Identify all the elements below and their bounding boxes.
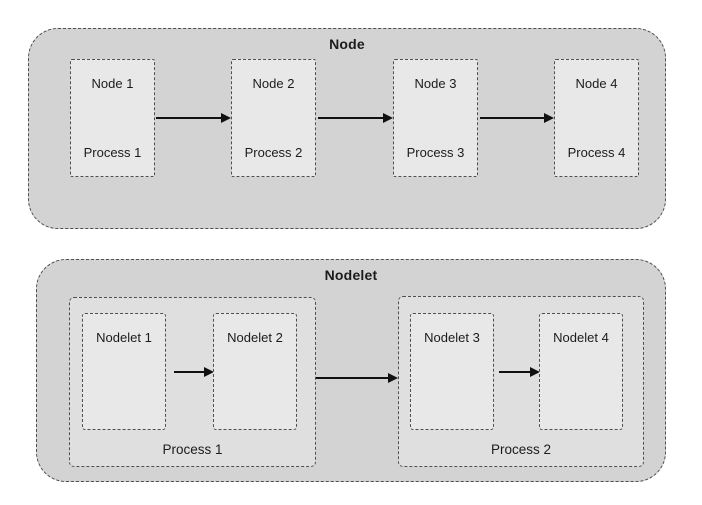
process-2-label: Process 2 bbox=[490, 442, 552, 457]
node-box-2-name: Node 2 bbox=[252, 76, 295, 91]
node-box-2: Node 2 Process 2 bbox=[231, 59, 316, 177]
node-box-3-name: Node 3 bbox=[414, 76, 457, 91]
nodelet-box-4: Nodelet 4 bbox=[539, 313, 623, 430]
arrow-node1-to-node2 bbox=[156, 113, 231, 123]
nodelet-group: Nodelet Nodelet 1 Nodelet 2 Process 1 No… bbox=[36, 259, 666, 482]
nodelet-box-3-name: Nodelet 3 bbox=[424, 330, 480, 345]
node-group-title: Node bbox=[329, 36, 365, 52]
nodelet-box-1-name: Nodelet 1 bbox=[96, 330, 152, 345]
arrow-node2-to-node3 bbox=[318, 113, 393, 123]
arrow-node3-to-node4 bbox=[480, 113, 554, 123]
node-box-3: Node 3 Process 3 bbox=[393, 59, 478, 177]
node-box-1: Node 1 Process 1 bbox=[70, 59, 155, 177]
node-box-4-name: Node 4 bbox=[575, 76, 618, 91]
nodelet-box-4-name: Nodelet 4 bbox=[553, 330, 609, 345]
process-1-label: Process 1 bbox=[162, 442, 223, 457]
node-box-2-process: Process 2 bbox=[244, 145, 303, 160]
nodelet-group-title: Nodelet bbox=[324, 267, 378, 283]
node-box-1-process: Process 1 bbox=[83, 145, 142, 160]
nodelet-box-3: Nodelet 3 bbox=[410, 313, 494, 430]
nodelet-box-1: Nodelet 1 bbox=[82, 313, 166, 430]
node-box-1-name: Node 1 bbox=[91, 76, 134, 91]
arrow-nodelet3-to-nodelet4 bbox=[499, 367, 540, 377]
arrow-process1-to-process2 bbox=[316, 373, 398, 383]
node-group: Node Node 1 Process 1 Node 2 Process 2 N… bbox=[28, 28, 666, 229]
node-box-4-process: Process 4 bbox=[567, 145, 626, 160]
process-1-container: Nodelet 1 Nodelet 2 Process 1 bbox=[69, 297, 316, 467]
node-box-3-process: Process 3 bbox=[406, 145, 465, 160]
nodelet-box-2-name: Nodelet 2 bbox=[227, 330, 283, 345]
nodelet-box-2: Nodelet 2 bbox=[213, 313, 297, 430]
process-2-container: Nodelet 3 Nodelet 4 Process 2 bbox=[398, 296, 644, 467]
node-box-4: Node 4 Process 4 bbox=[554, 59, 639, 177]
arrow-nodelet1-to-nodelet2 bbox=[174, 367, 214, 377]
